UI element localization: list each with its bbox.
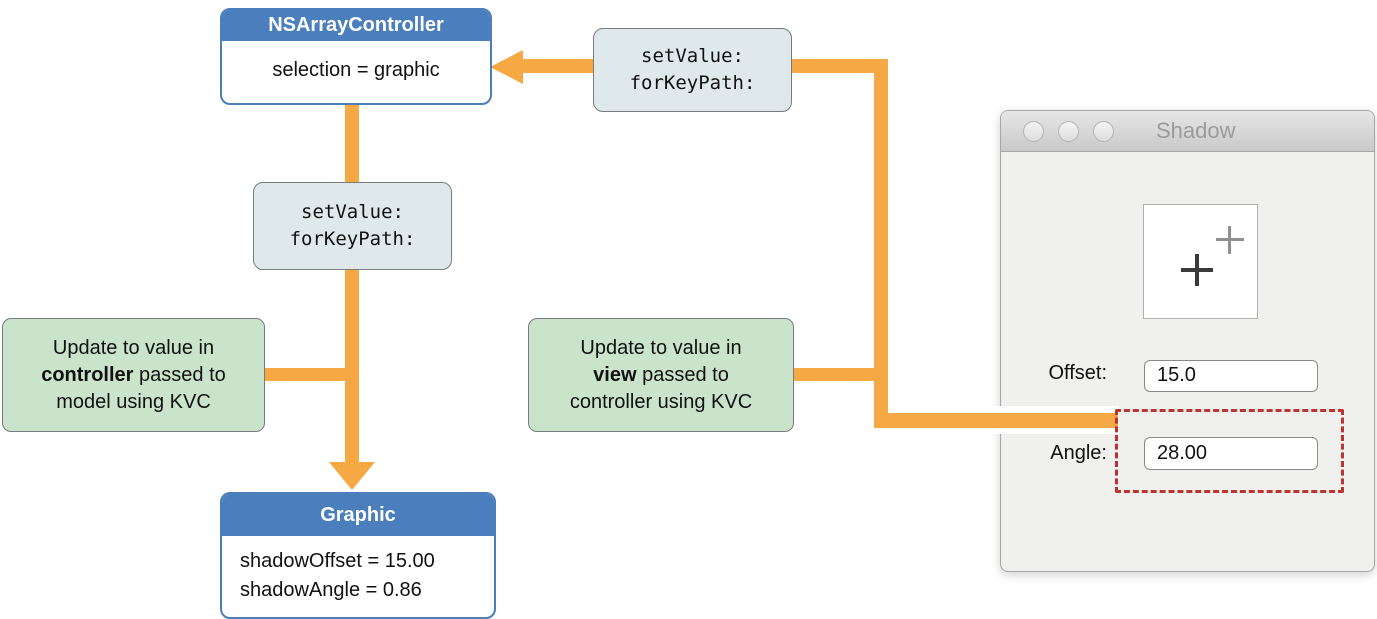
kvc-call-view-box: setValue: forKeyPath: (593, 28, 792, 112)
offset-input[interactable]: 15.0 (1144, 360, 1318, 392)
shadow-crosshair-icon (1216, 226, 1244, 254)
kvc-call-line2: forKeyPath: (629, 72, 756, 94)
note-line2: view passed to (529, 362, 793, 389)
controller-update-note: Update to value in controller passed to … (2, 318, 265, 432)
offset-label: Offset: (1048, 362, 1107, 384)
angle-label: Angle: (1050, 442, 1107, 464)
shadow-inspector-window: Shadow Offset: 15.0 Angle: 28.00 (1000, 110, 1375, 572)
note-line2: controller passed to (3, 362, 264, 389)
window-titlebar[interactable]: Shadow (1001, 111, 1374, 152)
note-line2-rest: passed to (133, 363, 226, 386)
object-crosshair-icon (1181, 254, 1213, 286)
note-bold-word: controller (41, 363, 134, 386)
kvc-call-line2: forKeyPath: (289, 228, 416, 250)
arrow-view-note-stub (791, 368, 875, 381)
note-bold-word: view (593, 363, 637, 386)
kvc-call-line1: setValue: (301, 201, 404, 223)
arrow-to-angle-field (874, 413, 1118, 428)
graphic-title: Graphic (222, 494, 494, 536)
nsarraycontroller-body: selection = graphic (272, 59, 440, 81)
view-update-note: Update to value in view passed to contro… (528, 318, 794, 432)
shadow-preview-canvas[interactable] (1143, 204, 1258, 319)
shadow-offset-value: shadowOffset = 15.00 (240, 550, 435, 572)
note-line3: model using KVC (56, 390, 211, 413)
arrow-right-vertical (874, 59, 888, 428)
window-title: Shadow (1156, 118, 1236, 143)
kvc-call-controller-box: setValue: forKeyPath: (253, 182, 452, 270)
angle-input[interactable]: 28.00 (1144, 437, 1318, 470)
note-line2-rest: passed to (636, 363, 729, 386)
graphic-model-box: Graphic shadowOffset = 15.00 shadowAngle… (220, 492, 496, 619)
arrow-head-down-icon (329, 462, 375, 490)
arrow-controller-note-stub (262, 368, 359, 381)
nsarraycontroller-title: NSArrayController (222, 10, 490, 41)
note-line1: Update to value in (580, 336, 742, 359)
arrow-left-vertical (345, 99, 359, 463)
minimize-window-icon[interactable] (1058, 121, 1079, 142)
note-line1: Update to value in (52, 336, 215, 359)
zoom-window-icon[interactable] (1093, 121, 1114, 142)
close-window-icon[interactable] (1023, 121, 1044, 142)
nsarraycontroller-box: NSArrayController selection = graphic (220, 8, 492, 105)
angle-field-highlight (1115, 409, 1344, 493)
arrow-head-left-icon (490, 50, 523, 84)
note-line3: controller using KVC (569, 390, 753, 413)
kvc-call-line1: setValue: (641, 45, 744, 67)
shadow-angle-value: shadowAngle = 0.86 (240, 579, 422, 601)
